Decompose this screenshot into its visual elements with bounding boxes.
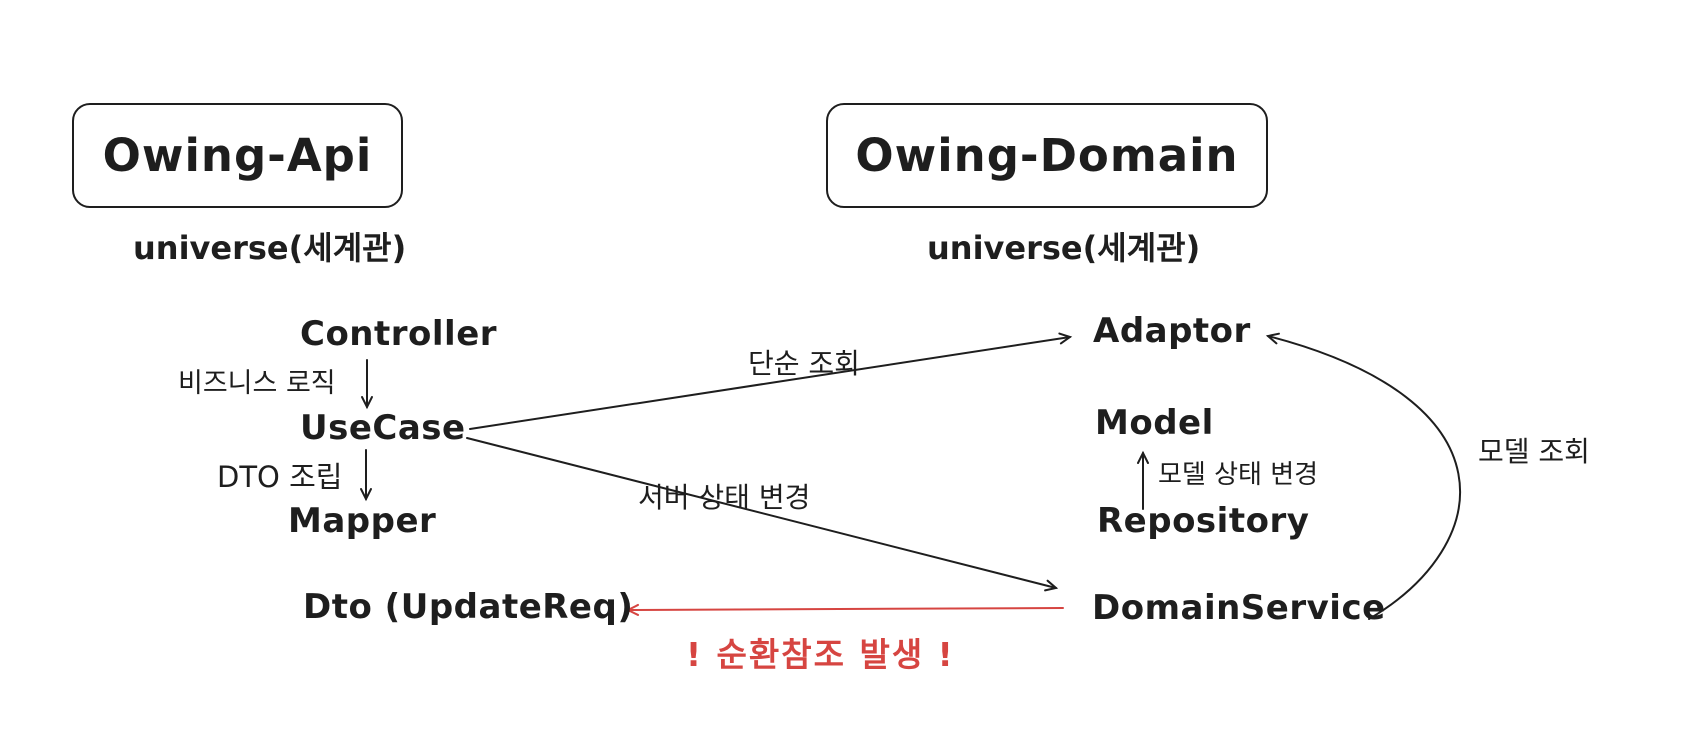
owing-api-box: Owing-Api xyxy=(72,103,403,208)
node-model: Model xyxy=(1095,403,1214,443)
node-dto-updatereq: Dto (UpdateReq) xyxy=(303,587,634,627)
edge-label-business-logic: 비즈니스 로직 xyxy=(178,368,336,399)
arrow-usecase-to-domainservice xyxy=(466,437,1059,592)
domain-universe-label: universe(세계관) xyxy=(927,229,1201,267)
circular-reference-warning: ! 순환참조 발생 ! xyxy=(686,635,955,674)
edge-label-simple-query: 단순 조회 xyxy=(748,347,860,380)
owing-domain-title: Owing-Domain xyxy=(855,129,1239,182)
owing-domain-box: Owing-Domain xyxy=(826,103,1268,208)
edge-label-model-state-change: 모델 상태 변경 xyxy=(1158,460,1319,490)
edge-label-server-state-change: 서버 상태 변경 xyxy=(638,481,811,514)
node-domainservice: DomainService xyxy=(1092,588,1386,628)
node-controller: Controller xyxy=(300,314,498,354)
arrow-domainservice-to-dto-red xyxy=(625,603,1064,616)
api-universe-label: universe(세계관) xyxy=(133,229,407,267)
edge-label-dto-assembly: DTO 조립 xyxy=(217,460,343,494)
node-adaptor: Adaptor xyxy=(1093,311,1251,351)
owing-api-title: Owing-Api xyxy=(102,129,373,182)
node-mapper: Mapper xyxy=(288,501,437,541)
edge-label-model-query: 모델 조회 xyxy=(1478,435,1590,468)
node-usecase: UseCase xyxy=(300,408,466,448)
arrow-usecase-to-adaptor xyxy=(469,332,1073,430)
arrow-domainservice-to-adaptor xyxy=(1265,332,1461,620)
node-repository: Repository xyxy=(1097,501,1310,541)
